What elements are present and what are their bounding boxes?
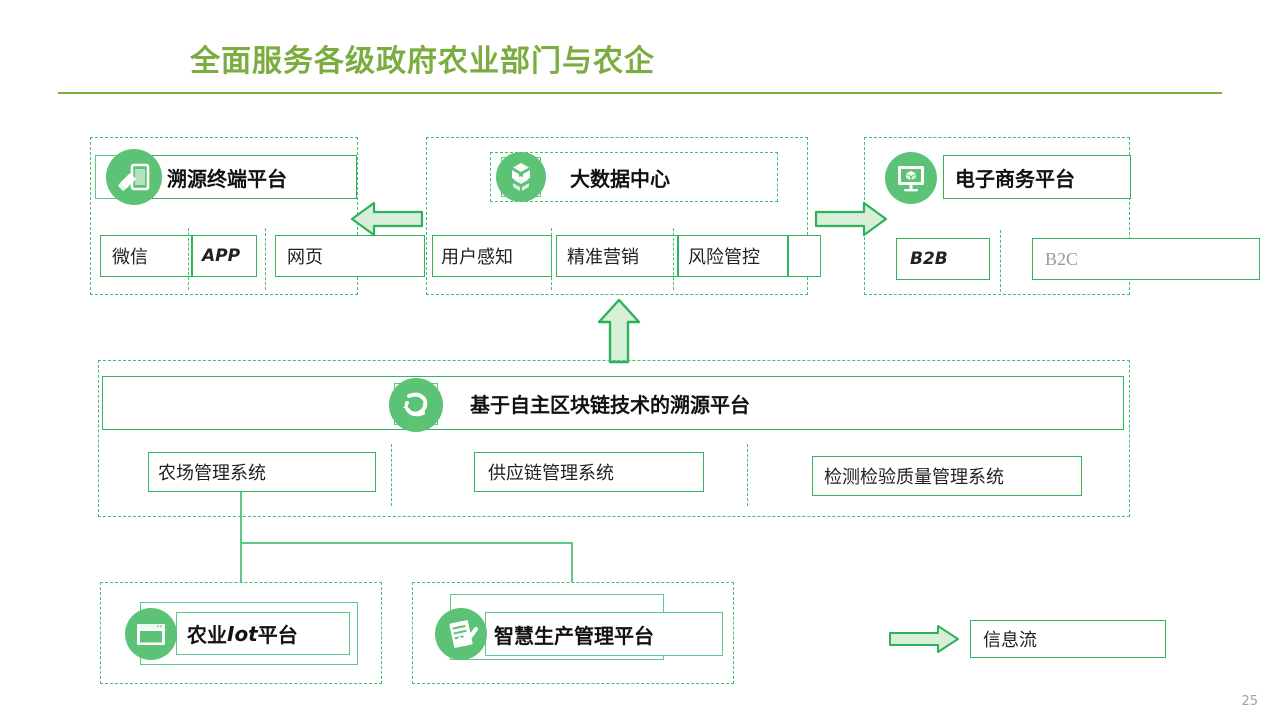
smart-production-header-box[interactable] bbox=[485, 612, 723, 656]
terminal-sep-0 bbox=[188, 228, 189, 290]
terminal-header-label: 溯源终端平台 bbox=[167, 166, 287, 191]
title-divider bbox=[58, 92, 1222, 94]
terminal-item-2-label: 网页 bbox=[287, 247, 323, 267]
tag-phone-icon bbox=[106, 149, 162, 205]
bigdata-item-0-box-ext[interactable] bbox=[432, 235, 552, 277]
right-arrow-icon bbox=[888, 623, 960, 655]
blockchain-item-1-label: 供应链管理系统 bbox=[488, 463, 614, 483]
smart-production-group-outline bbox=[412, 582, 734, 684]
blockchain-group-outline bbox=[98, 360, 1130, 517]
bigdata-header-outline bbox=[490, 152, 778, 202]
blockchain-item-2-box[interactable] bbox=[812, 456, 1082, 496]
blockchain-item-1-box[interactable] bbox=[474, 452, 704, 492]
bigdata-item-0-label: 用户感知 bbox=[441, 247, 513, 267]
iot-header-plain: 农业 bbox=[187, 623, 227, 647]
terminal-sep-1 bbox=[265, 228, 266, 290]
bigdata-to-terminal-arrow bbox=[350, 198, 424, 240]
smart-production-header-label: 智慧生产管理平台 bbox=[494, 623, 654, 648]
ecommerce-item-1-box[interactable] bbox=[1032, 238, 1260, 280]
chain-link-icon bbox=[389, 378, 443, 432]
ecommerce-sep-0 bbox=[1000, 230, 1001, 292]
bigdata-item-2-label: 风险管控 bbox=[688, 247, 760, 267]
terminal-item-1-box[interactable] bbox=[192, 235, 257, 277]
bigdata-item-trailing-box[interactable] bbox=[788, 235, 821, 277]
blockchain-item-2-label: 检测检验质量管理系统 bbox=[824, 467, 1004, 487]
ecommerce-item-1-label: B2C bbox=[1045, 248, 1079, 269]
cube-box-icon bbox=[496, 152, 546, 202]
iot-header-tail: 平台 bbox=[257, 623, 298, 647]
window-screen-icon bbox=[125, 608, 177, 660]
ecommerce-item-0-box[interactable] bbox=[896, 238, 990, 280]
ecommerce-header-box[interactable] bbox=[943, 155, 1131, 199]
terminal-item-1-label: APP bbox=[202, 246, 241, 266]
bigdata-group-outline bbox=[426, 137, 808, 295]
legend-label: 信息流 bbox=[983, 630, 1037, 650]
ecommerce-header-label: 电子商务平台 bbox=[955, 166, 1075, 191]
terminal-header-box[interactable] bbox=[152, 155, 357, 199]
blockchain-header-label: 基于自主区块链技术的溯源平台 bbox=[470, 392, 750, 417]
bigdata-header-label: 大数据中心 bbox=[570, 166, 670, 191]
legend-box: 信息流 bbox=[970, 620, 1166, 658]
blockchain-header-box[interactable] bbox=[102, 376, 1124, 430]
page-number: 25 bbox=[1241, 694, 1258, 709]
blockchain-item-0-box[interactable] bbox=[148, 452, 376, 492]
bigdata-item-1-box[interactable] bbox=[556, 235, 678, 277]
iot-header-italic: Iot bbox=[227, 621, 258, 646]
bigdata-item-2-box[interactable] bbox=[678, 235, 788, 277]
terminal-item-2-box[interactable] bbox=[275, 235, 425, 277]
bigdata-item-1-label: 精准营销 bbox=[567, 247, 639, 267]
page-title: 全面服务各级政府农业部门与农企 bbox=[190, 44, 655, 79]
terminal-item-0-box[interactable] bbox=[100, 235, 192, 277]
terminal-item-0-label: 微信 bbox=[112, 247, 148, 267]
blockchain-to-bigdata-arrow bbox=[595, 298, 643, 364]
iot-header-box[interactable] bbox=[176, 612, 350, 655]
blockchain-sep-1 bbox=[747, 444, 748, 506]
monitor-box-icon bbox=[885, 152, 937, 204]
bigdata-sep-1 bbox=[673, 228, 674, 290]
clipboard-check-icon bbox=[435, 608, 487, 660]
connector-vertical-branch bbox=[571, 542, 573, 582]
ecommerce-item-0-label: B2B bbox=[910, 249, 948, 269]
blockchain-item-0-label: 农场管理系统 bbox=[158, 463, 266, 483]
bigdata-sep-0 bbox=[551, 228, 552, 290]
iot-group-outline bbox=[100, 582, 382, 684]
blockchain-sep-0 bbox=[391, 444, 392, 506]
connector-vertical-main bbox=[240, 492, 242, 582]
bigdata-to-ecommerce-arrow bbox=[814, 198, 888, 240]
connector-horizontal bbox=[240, 542, 573, 544]
